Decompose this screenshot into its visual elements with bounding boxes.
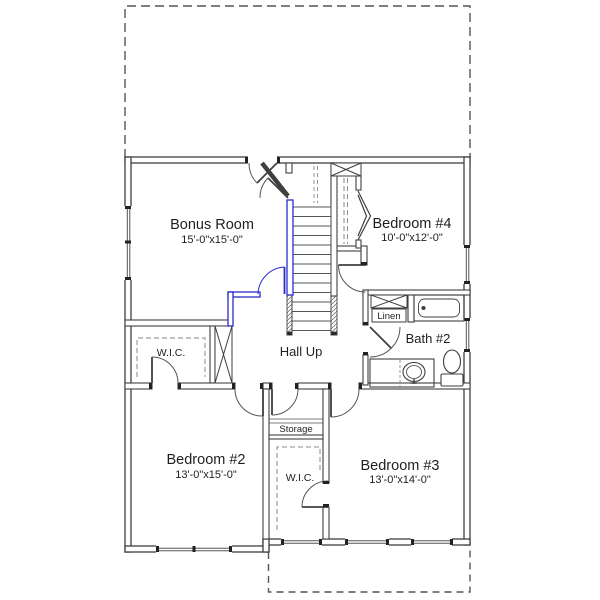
bed4-closet-bifold-doors [357, 190, 372, 241]
landing-wall-stub [285, 162, 293, 174]
linen-label: Linen [377, 311, 400, 322]
attic-door-opening [245, 155, 280, 165]
wall-bottom-jog [262, 538, 270, 553]
bedroom2-door [234, 388, 264, 417]
bath2-label: Bath #2 [406, 331, 451, 346]
bath-top-wall [362, 289, 471, 296]
attic-door [248, 162, 278, 184]
window-bedroom2-bottom [156, 544, 232, 554]
bed2-storage-wall [262, 388, 270, 540]
wic-bed3-door [301, 480, 329, 508]
window-bottom-c [411, 537, 453, 547]
storage-wic-right-wall-lower [322, 506, 330, 540]
stair-hatched-rails [286, 294, 338, 336]
bedroom2-dims: 13'-0"x15'-0" [175, 469, 237, 481]
stairwell-blue-wall [286, 199, 294, 296]
bedroom4-dims: 10'-0"x12'-0" [381, 232, 443, 244]
window-bath-right [462, 318, 472, 352]
knee-wall-blue-return [227, 291, 234, 327]
bedroom3-name: Bedroom #3 [361, 458, 440, 474]
bonus-room-name: Bonus Room [170, 217, 254, 233]
bedroom4-door [338, 264, 366, 293]
hall-up-label: Hall Up [280, 344, 323, 359]
wic-bonus-shelf [136, 337, 206, 377]
wic-bonus-door [151, 356, 179, 384]
wic-chase-divider [209, 325, 216, 384]
stair-dashed-centerlines [313, 166, 318, 203]
window-bottom-a [281, 537, 322, 547]
stair-right-wall [330, 162, 338, 297]
storage-wic-right-wall-upper [322, 388, 330, 484]
bedroom3-dims: 13'-0"x14'-0" [369, 474, 431, 486]
chase-x-top [330, 162, 362, 177]
linen-label-box [371, 308, 407, 323]
window-bonus-left [123, 206, 133, 280]
hall-door-highlighted [257, 266, 286, 295]
stair-guard-walls-highlighted [227, 199, 294, 327]
closet-jamb-top [355, 175, 362, 191]
vanity-sink [369, 358, 435, 388]
window-bottom-b [345, 537, 389, 547]
landing-angled-wall [260, 161, 290, 198]
landing-door [259, 177, 289, 199]
roof-below-outline-dashed [267, 546, 471, 593]
interior-walls [124, 162, 471, 540]
windows [123, 206, 472, 554]
wic-bonus-label: W.I.C. [157, 347, 186, 359]
toilet [440, 349, 464, 387]
chase-x-left [214, 325, 233, 384]
window-bedroom4-right [462, 245, 472, 284]
storage-shelf-lines [269, 418, 323, 424]
wic-bed3-shelf [276, 446, 321, 532]
storage-label: Storage [279, 424, 312, 435]
bedroom2-name: Bedroom #2 [167, 452, 246, 468]
bedroom4-name: Bedroom #4 [373, 216, 452, 232]
bedroom3-door [330, 388, 360, 418]
bathtub [413, 294, 465, 322]
attic-outline-dashed [124, 5, 471, 158]
closet-jamb-bottom [355, 239, 362, 249]
storage-door [271, 388, 299, 416]
bath-left-wall-lower [362, 354, 369, 386]
bath2-door [369, 326, 401, 358]
storage-wic-divider [268, 434, 324, 440]
bath-left-wall-upper [362, 289, 369, 326]
wic-bed3-label: W.I.C. [286, 472, 315, 484]
room-labels: Bonus Room 15'-0"x15'-0" Bedroom #4 10'-… [157, 216, 452, 486]
linen-closet: Linen [370, 294, 408, 323]
bonus-room-dims: 15'-0"x15'-0" [181, 234, 243, 246]
bonus-bottom-wall [124, 319, 233, 327]
wall-top [124, 156, 471, 164]
closet-shelf-dashes [136, 178, 348, 532]
tub-alcove-wall [407, 294, 415, 323]
staircase [291, 205, 332, 335]
door-jambs [149, 262, 368, 507]
